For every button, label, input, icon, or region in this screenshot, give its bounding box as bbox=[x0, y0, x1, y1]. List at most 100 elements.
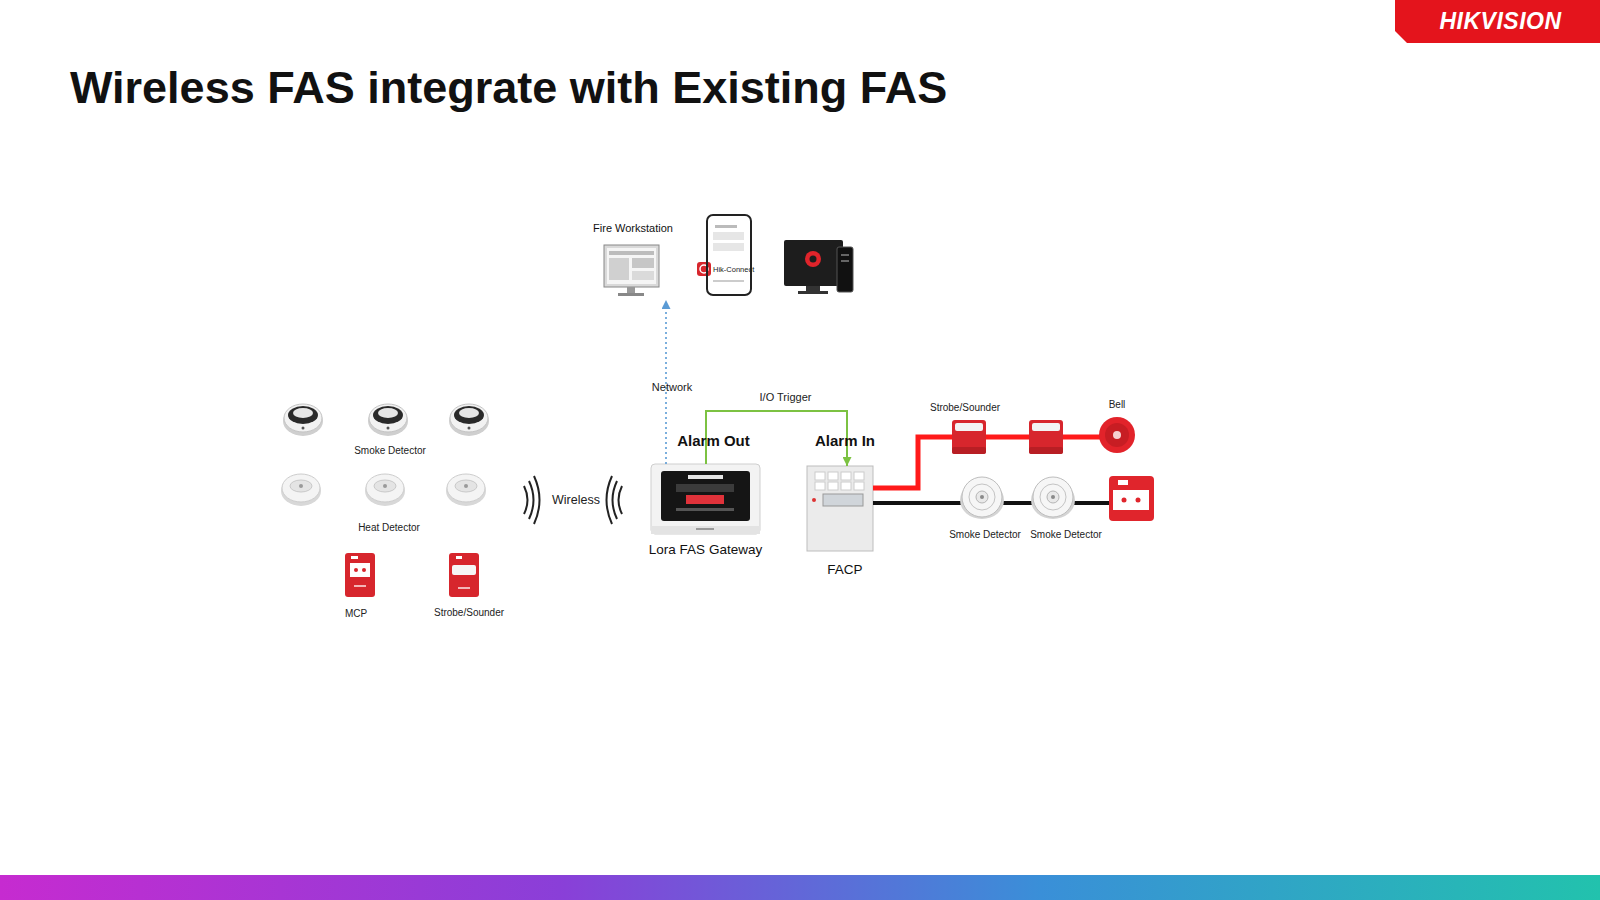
device-label: MCP bbox=[345, 608, 367, 619]
illustration-part bbox=[713, 232, 744, 240]
illustration-part bbox=[651, 526, 760, 534]
illustration-part bbox=[632, 258, 654, 268]
illustration-part bbox=[1105, 423, 1129, 447]
illustration-part bbox=[524, 486, 528, 514]
bell-icon bbox=[1099, 417, 1135, 453]
illustration-part bbox=[1118, 480, 1128, 485]
illustration-part bbox=[823, 494, 863, 506]
illustration-part bbox=[854, 482, 864, 490]
illustration-part bbox=[627, 287, 635, 293]
illustration-part bbox=[607, 476, 613, 524]
edge-label: Network bbox=[652, 381, 692, 393]
workstation-monitor bbox=[604, 245, 659, 296]
phone-screen bbox=[697, 220, 747, 292]
smoke-detector-icon bbox=[283, 404, 323, 436]
node-label: HIKVISION bbox=[1401, 0, 1600, 43]
strobe-sounder-icon bbox=[1029, 420, 1063, 454]
illustration-part bbox=[1113, 490, 1149, 510]
device-label: Strobe/Sounder bbox=[930, 402, 1000, 413]
link-label: Wireless bbox=[552, 493, 600, 507]
smoke-detector-icon bbox=[449, 404, 489, 436]
brand-logo: HIKVISION bbox=[1395, 0, 1600, 43]
illustration-part bbox=[805, 251, 821, 267]
smoke-detector-icon bbox=[1031, 477, 1075, 519]
illustration-part bbox=[1122, 498, 1127, 503]
device-label: Smoke Detector bbox=[949, 529, 1021, 540]
illustration-part bbox=[837, 247, 853, 292]
illustration-part bbox=[1099, 417, 1135, 453]
illustration-part bbox=[815, 472, 825, 480]
wireless-waves bbox=[524, 476, 622, 524]
node-label: Hik-Connect bbox=[713, 265, 754, 275]
illustration-part bbox=[713, 280, 744, 282]
node-label: Fire Workstation bbox=[583, 222, 683, 235]
illustration-part bbox=[784, 240, 843, 286]
facp-cabinet bbox=[807, 466, 873, 551]
illustration-part bbox=[697, 262, 711, 276]
illustration-part bbox=[676, 484, 734, 492]
illustration-part bbox=[651, 464, 760, 534]
node-caption: FACP bbox=[792, 562, 898, 578]
illustration-part bbox=[812, 498, 816, 502]
illustration-part bbox=[715, 225, 737, 228]
illustration-part bbox=[807, 466, 873, 551]
illustration-part bbox=[696, 528, 714, 530]
illustration-part bbox=[806, 286, 820, 291]
illustration-part bbox=[609, 258, 629, 280]
workstation-box: Fire Workstation bbox=[598, 222, 668, 300]
strobe-sounder-icon bbox=[952, 420, 986, 454]
footer-bar bbox=[0, 875, 1600, 900]
phone-app: Hik-Connect bbox=[706, 214, 752, 296]
illustration-part bbox=[661, 471, 750, 521]
illustration-part bbox=[828, 472, 838, 480]
illustration-part bbox=[1136, 498, 1141, 503]
mcp-icon bbox=[1109, 476, 1154, 521]
node-caption: Lora FAS Gateway bbox=[621, 542, 790, 558]
illustration-part bbox=[618, 293, 644, 296]
illustration-part bbox=[1113, 431, 1121, 439]
illustration-part bbox=[841, 472, 851, 480]
slide-title: Wireless FAS integrate with Existing FAS bbox=[70, 62, 947, 114]
smoke-detector-icon bbox=[960, 477, 1004, 519]
heat-detector-icon bbox=[446, 474, 486, 506]
device-label: Smoke Detector bbox=[1030, 529, 1102, 540]
device-label: Heat Detector bbox=[358, 522, 420, 533]
heat-detector-icon bbox=[365, 474, 405, 506]
illustration-part bbox=[686, 495, 724, 504]
smoke-detector-icon bbox=[368, 404, 408, 436]
illustration-part bbox=[841, 260, 849, 262]
illustration-part bbox=[841, 254, 849, 256]
illustration-part bbox=[676, 508, 734, 511]
device-label: Strobe/Sounder bbox=[434, 607, 504, 618]
illustration-part bbox=[854, 472, 864, 480]
gateway-box: Alarm OutLora FAS Gateway bbox=[651, 464, 760, 534]
device-label: Smoke Detector bbox=[354, 445, 426, 456]
illustration-part bbox=[710, 220, 747, 292]
illustration-part bbox=[607, 248, 656, 284]
illustration-part bbox=[1109, 476, 1154, 521]
illustration-part bbox=[529, 481, 534, 519]
central-station-pc bbox=[784, 240, 853, 294]
illustration-part bbox=[828, 482, 838, 490]
illustration-part bbox=[798, 291, 828, 294]
illustration-part bbox=[810, 256, 817, 263]
mcp-icon bbox=[345, 553, 375, 597]
strobe-sounder-icon bbox=[449, 553, 479, 597]
network-link bbox=[665, 300, 667, 464]
illustration-part bbox=[632, 271, 654, 280]
edge-label: I/O Trigger bbox=[760, 391, 812, 403]
illustration-part bbox=[841, 482, 851, 490]
node-label: Alarm In bbox=[772, 432, 918, 450]
illustration-part bbox=[604, 245, 659, 287]
gateway-device bbox=[651, 464, 760, 534]
node-label: Alarm Out bbox=[639, 432, 788, 450]
facp-box: Alarm InFACP bbox=[807, 466, 873, 551]
illustration-part bbox=[613, 481, 618, 519]
device-label: Bell bbox=[1109, 399, 1126, 410]
illustration-part bbox=[713, 243, 744, 251]
